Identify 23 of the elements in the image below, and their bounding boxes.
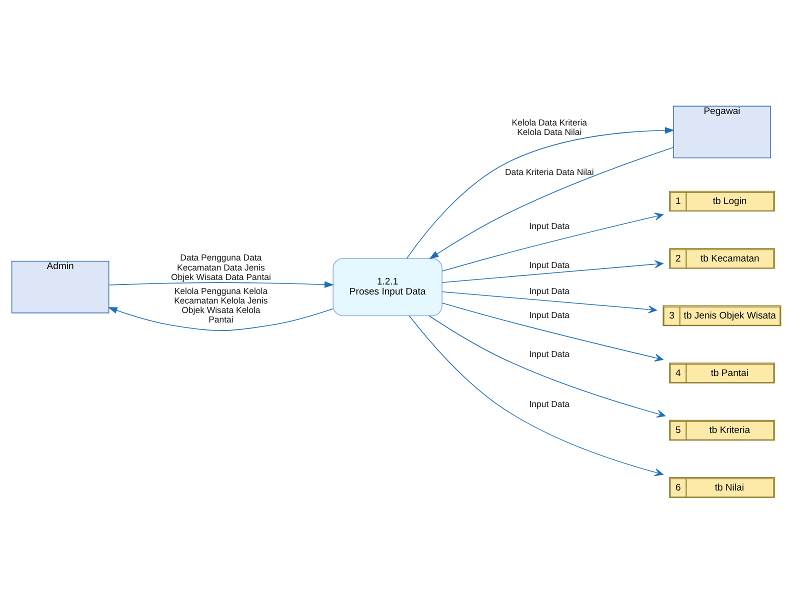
edge-label: Input Data — [529, 348, 570, 359]
node-box: Admin — [11, 260, 110, 314]
arrow — [442, 260, 664, 283]
edge-label: Input Data — [529, 286, 570, 296]
node-box: 1.2.1 Proses Input Data — [332, 258, 442, 316]
edge-label: Input Data — [529, 399, 570, 410]
arrow — [108, 307, 334, 331]
arrow — [108, 281, 334, 288]
node-box: Pegawai — [673, 106, 771, 158]
edge-label: Input Data — [529, 220, 570, 231]
edge-label: Input Data — [529, 310, 570, 320]
arrow — [442, 302, 664, 362]
arrow — [408, 315, 664, 476]
arrow — [428, 315, 666, 418]
edge-label: Data Kriteria Data Nilai — [504, 166, 594, 177]
arrow — [442, 291, 657, 314]
arrow — [429, 146, 674, 260]
edge-label: Kelola Data Kriteria Kelola Data Nilai — [512, 118, 588, 138]
arrow — [406, 127, 674, 259]
edge-label: Kelola Pengguna Kelola Kecamatan Kelola Jenis Objek Wisata Kelola Pantai — [174, 286, 268, 325]
edge-label: Data Pengguna Data Kecamatan Data Jenis Objek Wisata Data Pantai — [170, 252, 271, 282]
edge-label: Input Data — [529, 260, 570, 270]
arrow — [442, 212, 664, 272]
